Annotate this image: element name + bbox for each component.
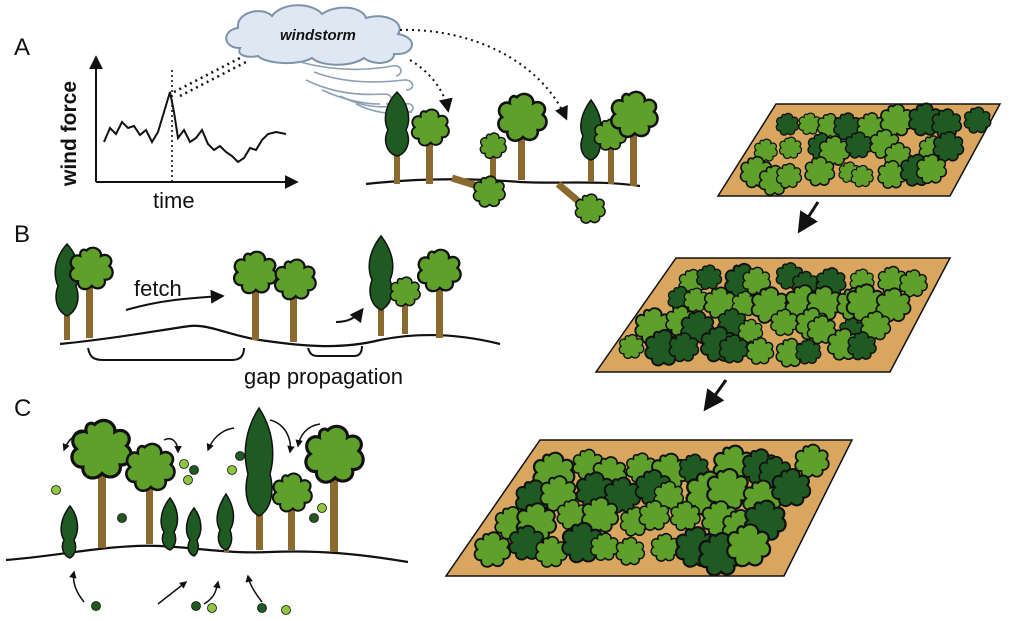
seed-icon — [235, 451, 245, 461]
wind-force-chart: wind force time — [58, 55, 299, 213]
seed-icon — [207, 603, 217, 613]
seed-icon — [191, 601, 201, 611]
seed-icon — [117, 513, 127, 523]
seed-icon — [91, 601, 101, 611]
fallen-tree-icon — [450, 174, 506, 208]
broadleaf-tree-icon — [124, 442, 176, 544]
broadleaf-tree-icon — [273, 258, 317, 342]
seed-icon — [179, 459, 189, 469]
seed-icon — [227, 465, 237, 475]
seed-icon — [183, 475, 193, 485]
gap-scene: fetch gap propagation — [54, 234, 501, 389]
ground-line — [59, 324, 501, 348]
seed-icon — [257, 603, 267, 613]
storm-link-line — [179, 60, 247, 98]
arrow-icon — [269, 419, 295, 454]
gap-bracket — [307, 345, 363, 357]
storm-path-arrow — [409, 59, 453, 113]
panel-label-a: A — [14, 34, 30, 61]
landscape-tile-2 — [594, 257, 952, 373]
broadleaf-tree-icon — [410, 108, 450, 184]
arrow-icon — [206, 427, 235, 452]
broadleaf-tree-icon — [70, 418, 133, 548]
x-axis-label: time — [153, 188, 195, 213]
arrow-icon — [163, 438, 182, 454]
ground-line — [5, 544, 409, 564]
panel-label-c: C — [14, 395, 31, 422]
conifer-tree-icon — [244, 406, 274, 550]
regeneration-scene — [5, 406, 409, 615]
arrow-icon — [295, 423, 321, 448]
cloud-icon: windstorm — [225, 4, 413, 66]
broadleaf-tree-icon — [416, 248, 462, 338]
seed-icon — [317, 503, 327, 513]
windstorm-label: windstorm — [280, 27, 356, 44]
gap-bracket — [87, 347, 245, 361]
broadleaf-tree-icon — [68, 246, 114, 338]
fetch-label: fetch — [134, 276, 182, 301]
landscape-tile-3 — [444, 439, 854, 577]
fetch-arrow — [125, 289, 225, 311]
broadleaf-tree-icon — [389, 276, 421, 334]
damaged-forest-scene — [365, 90, 659, 224]
seed-icon — [309, 513, 319, 523]
seed-icon — [189, 465, 199, 475]
conifer-tree-icon — [60, 504, 79, 559]
y-axis-label: wind force — [58, 81, 81, 187]
seed-icon — [51, 485, 61, 495]
conifer-tree-icon — [368, 234, 394, 336]
ground-line — [365, 178, 641, 188]
broadleaf-tree-icon — [304, 424, 365, 552]
broadleaf-tree-icon — [609, 90, 659, 186]
arrow-icon — [203, 580, 221, 605]
broadleaf-tree-icon — [271, 472, 313, 550]
conifer-tree-icon — [160, 496, 179, 551]
sequence-arrow-icon — [703, 379, 728, 412]
conifer-tree-icon — [216, 492, 235, 552]
broadleaf-tree-icon — [496, 92, 548, 180]
propagation-arrow — [335, 307, 364, 324]
arrow-icon — [62, 431, 87, 452]
seed-dispersal-arrows — [62, 419, 321, 605]
seed-icon — [281, 605, 291, 615]
gap-propagation-label: gap propagation — [244, 364, 403, 389]
fallen-tree-icon — [555, 181, 606, 224]
arrow-icon — [69, 570, 85, 603]
broadleaf-tree-icon — [479, 132, 507, 180]
landscape-tile-1 — [716, 102, 1002, 197]
arrow-icon — [157, 581, 188, 605]
arrow-icon — [245, 574, 263, 603]
storm-link-line — [173, 56, 241, 94]
conifer-tree-icon — [384, 90, 410, 184]
panel-label-b: B — [14, 221, 30, 248]
seeds — [51, 451, 327, 615]
sequence-arrow-icon — [797, 201, 820, 234]
broadleaf-tree-icon — [593, 118, 627, 184]
broadleaf-tree-icon — [232, 250, 278, 340]
wind-force-line — [103, 91, 287, 164]
storm-path-arrow — [399, 28, 568, 121]
conifer-tree-icon — [185, 506, 202, 557]
